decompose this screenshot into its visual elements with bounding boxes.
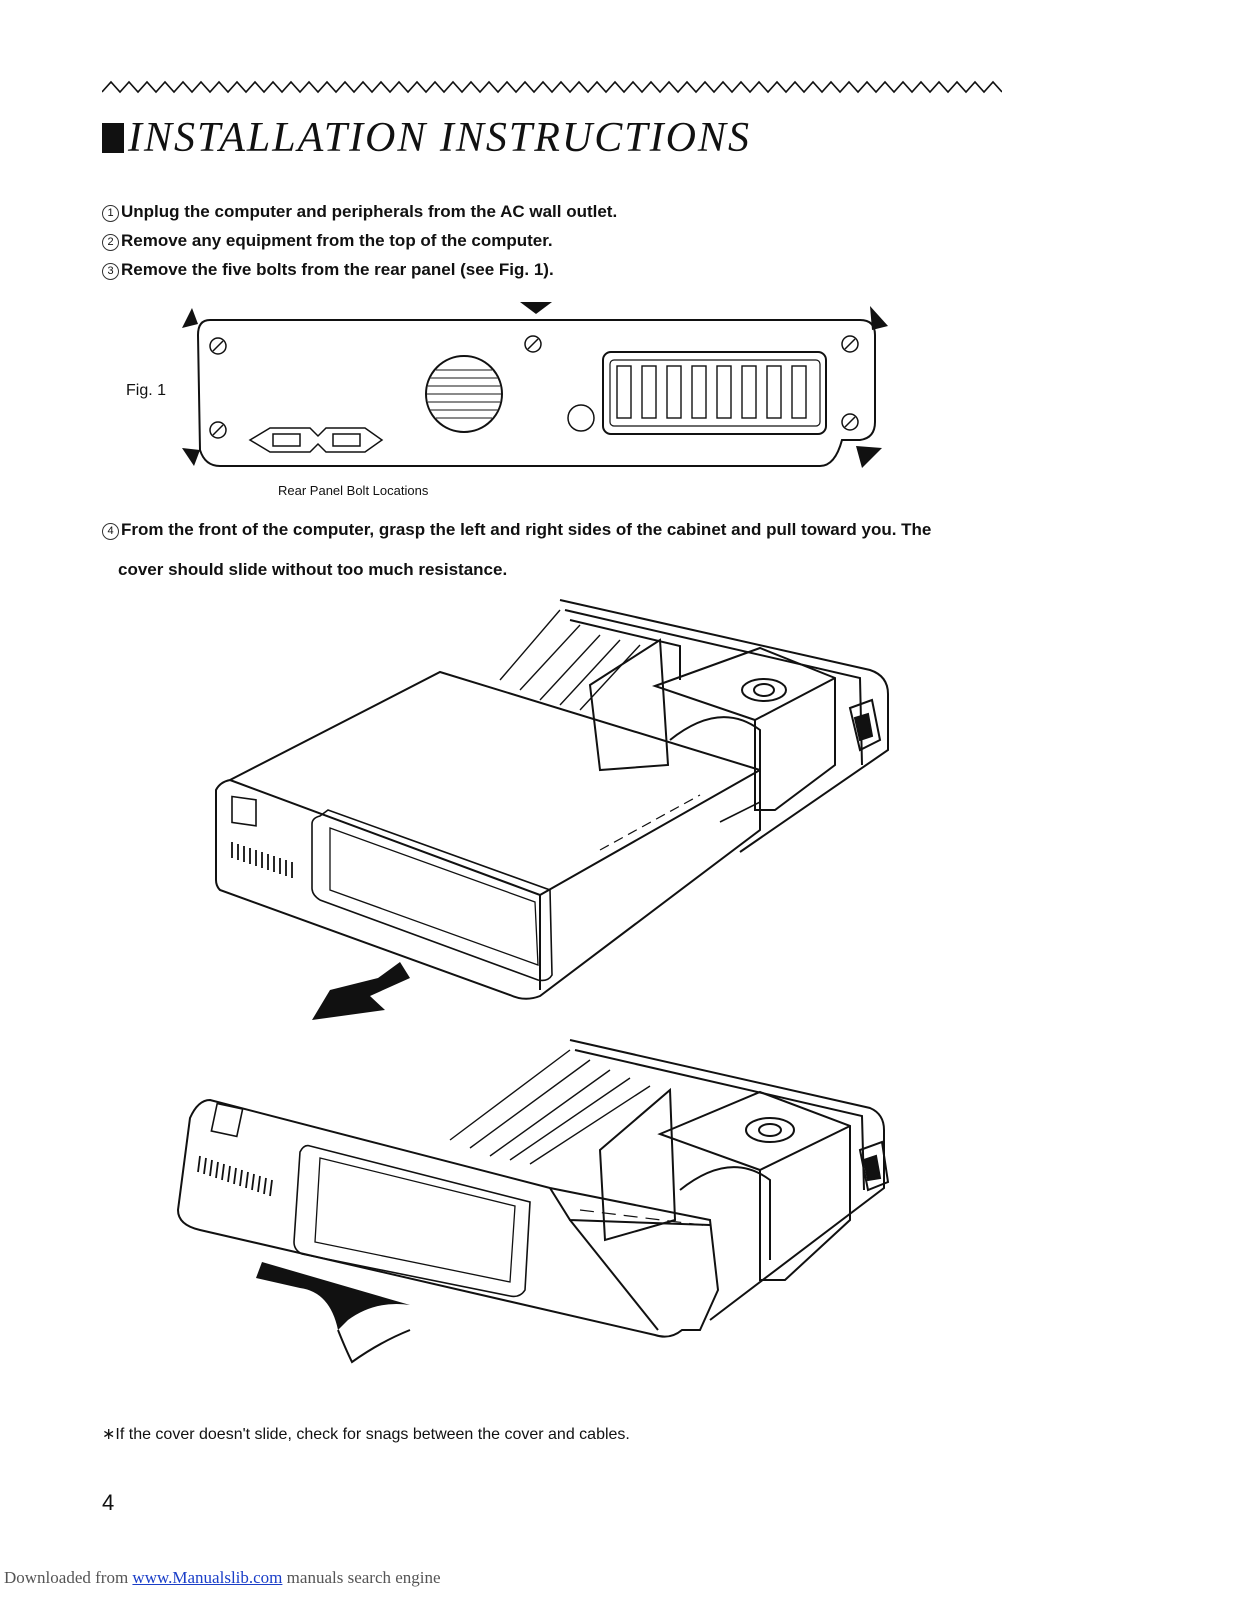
bolt-icon <box>209 421 227 439</box>
page-number: 4 <box>102 1490 115 1515</box>
pull-arrow-icon <box>312 962 410 1020</box>
download-footer: Downloaded from www.Manualslib.com manua… <box>4 1568 441 1587</box>
bolt-icon <box>841 335 859 353</box>
step-text: From the front of the computer, grasp th… <box>121 520 932 539</box>
arrow-icon <box>520 302 552 314</box>
troubleshooting-note: ∗If the cover doesn't slide, check for s… <box>102 1426 630 1443</box>
step-text: Remove any equipment from the top of the… <box>121 231 553 250</box>
tilt-arrow-icon <box>256 1262 410 1330</box>
figure-label: Fig. 1 <box>126 382 167 399</box>
arrow-icon <box>856 446 882 468</box>
decorative-zigzag-border <box>102 80 1002 94</box>
figure-caption: Rear Panel Bolt Locations <box>278 483 429 498</box>
heading-block-icon <box>102 123 124 153</box>
cover-slide-illustration <box>215 599 889 1020</box>
arrow-icon <box>870 306 888 330</box>
cover-tilt-illustration <box>176 1039 890 1364</box>
power-socket-icon <box>248 427 384 453</box>
circle-number: 3 <box>102 263 119 280</box>
circle-number: 4 <box>102 523 119 540</box>
bolt-icon <box>841 413 859 431</box>
knockout-hole <box>567 404 595 432</box>
circle-number: 1 <box>102 205 119 222</box>
circle-number: 2 <box>102 234 119 251</box>
page-heading: INSTALLATION INSTRUCTIONS <box>102 114 751 162</box>
manualslib-link[interactable]: www.Manualslib.com <box>132 1568 283 1587</box>
step-text: Remove the five bolts from the rear pane… <box>121 260 554 279</box>
step-4-continued: cover should slide without too much resi… <box>118 560 508 579</box>
arrow-icon <box>182 308 198 328</box>
rear-panel-diagram <box>182 302 888 468</box>
fan-grille-icon <box>425 355 503 433</box>
bolt-icon <box>524 335 542 353</box>
arrow-icon <box>182 448 200 466</box>
expansion-slots-icon <box>602 351 827 435</box>
step-text: Unplug the computer and peripherals from… <box>121 202 618 221</box>
bolt-icon <box>209 337 227 355</box>
